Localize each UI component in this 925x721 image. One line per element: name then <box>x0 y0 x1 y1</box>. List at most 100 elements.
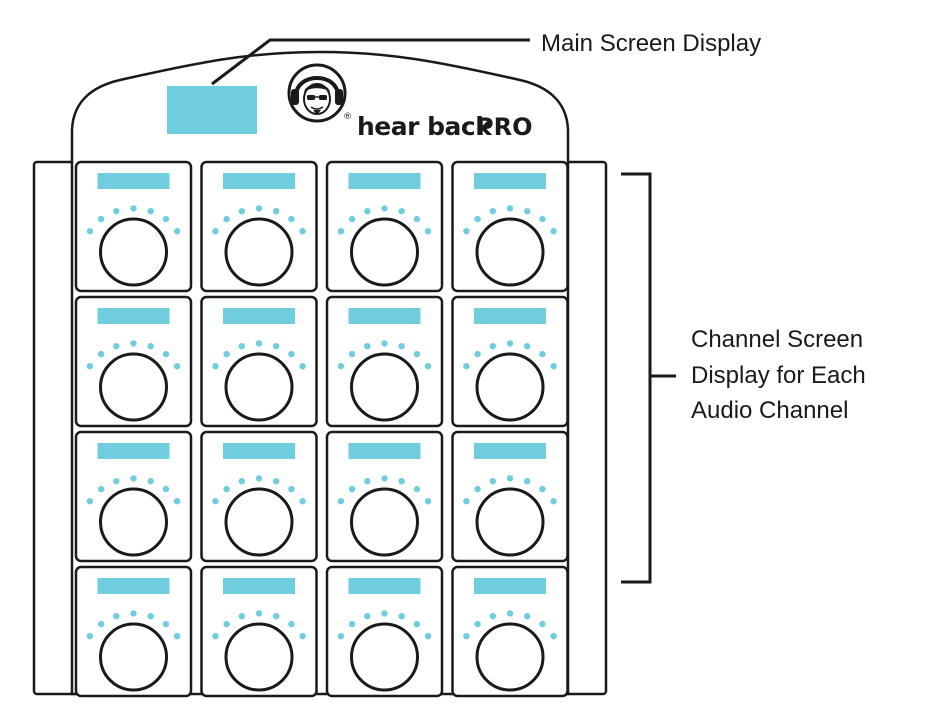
led-indicator-dot <box>162 485 170 493</box>
led-indicator-dot <box>348 350 356 358</box>
led-indicator-dot <box>381 205 388 212</box>
led-indicator-dot <box>212 363 219 370</box>
main-screen-callout-label: Main Screen Display <box>541 30 761 57</box>
led-indicator-dot <box>524 613 531 620</box>
volume-knob[interactable] <box>224 352 294 422</box>
led-indicator-dot <box>130 610 137 617</box>
led-indicator-dot <box>223 485 230 493</box>
led-indicator-dot <box>524 478 531 485</box>
led-indicator-dot <box>381 340 388 347</box>
led-indicator-dot <box>223 215 230 223</box>
led-indicator-dot <box>212 633 219 640</box>
led-indicator-dot <box>413 485 421 493</box>
led-indicator-dot <box>173 228 181 235</box>
channel-screen-display <box>223 443 295 459</box>
volume-knob[interactable] <box>475 352 545 422</box>
led-indicator-dot <box>162 350 170 358</box>
led-indicator-dot <box>463 228 470 235</box>
volume-knob[interactable] <box>350 487 419 557</box>
led-indicator-dot <box>223 620 230 628</box>
channel-module-5 <box>74 295 193 428</box>
channel-module-13 <box>74 565 193 698</box>
volume-knob[interactable] <box>99 352 168 422</box>
volume-knob[interactable] <box>224 487 294 557</box>
led-indicator-dot <box>424 363 432 370</box>
led-indicator-dot <box>424 228 432 235</box>
channel-screen-callout-line-1: Channel Screen <box>691 326 863 353</box>
led-indicator-dot <box>348 215 356 223</box>
led-indicator-dot <box>413 215 421 223</box>
led-indicator-dot <box>506 205 514 212</box>
led-indicator-dot <box>212 228 219 235</box>
brand-suffix: PRO <box>476 113 532 141</box>
volume-knob[interactable] <box>99 487 168 557</box>
led-indicator-dot <box>550 633 557 640</box>
led-indicator-dot <box>255 340 263 347</box>
led-indicator-dot <box>173 363 181 370</box>
main-screen-leader-line <box>211 38 530 86</box>
channel-screen-display <box>97 308 170 324</box>
led-indicator-dot <box>413 350 421 358</box>
volume-knob[interactable] <box>475 622 545 692</box>
channel-module-11 <box>325 430 444 563</box>
led-indicator-dot <box>348 485 356 493</box>
volume-knob[interactable] <box>350 622 419 692</box>
led-indicator-dot <box>97 620 105 628</box>
headphones-face-icon <box>287 63 347 123</box>
led-indicator-dot <box>381 610 388 617</box>
channel-module-2 <box>200 160 318 293</box>
channel-module-7 <box>325 295 444 428</box>
led-indicator-dot <box>173 633 181 640</box>
led-indicator-dot <box>474 215 481 223</box>
led-indicator-dot <box>524 208 531 215</box>
volume-knob[interactable] <box>99 217 168 287</box>
channel-module-16 <box>451 565 569 698</box>
volume-knob[interactable] <box>475 217 545 287</box>
volume-knob[interactable] <box>224 622 294 692</box>
volume-knob[interactable] <box>99 622 168 692</box>
led-indicator-dot <box>162 620 170 628</box>
channel-screen-display <box>474 173 546 189</box>
channel-module-6 <box>200 295 318 428</box>
led-indicator-dot <box>506 475 514 482</box>
channel-screen-display <box>348 443 421 459</box>
led-indicator-dot <box>381 475 388 482</box>
main-screen-display <box>167 86 257 134</box>
led-indicator-dot <box>288 215 295 223</box>
led-indicator-dot <box>255 205 263 212</box>
led-indicator-dot <box>223 350 230 358</box>
led-indicator-dot <box>539 215 546 223</box>
led-indicator-dot <box>238 343 245 350</box>
channel-module-9 <box>74 430 193 563</box>
led-indicator-dot <box>489 613 496 620</box>
led-indicator-dot <box>255 610 263 617</box>
led-indicator-dot <box>273 478 280 485</box>
channel-grid <box>74 160 569 698</box>
led-indicator-dot <box>474 485 481 493</box>
led-indicator-dot <box>489 343 496 350</box>
led-indicator-dot <box>539 620 546 628</box>
channel-screen-display <box>223 173 295 189</box>
volume-knob[interactable] <box>350 352 419 422</box>
volume-knob[interactable] <box>475 487 545 557</box>
led-indicator-dot <box>337 363 345 370</box>
led-indicator-dot <box>255 475 263 482</box>
brand-name: hear back <box>357 112 493 141</box>
volume-knob[interactable] <box>350 217 419 287</box>
led-indicator-dot <box>463 363 470 370</box>
channel-module-15 <box>325 565 444 698</box>
led-indicator-dot <box>398 208 405 215</box>
led-indicator-dot <box>288 350 295 358</box>
led-indicator-dot <box>86 633 94 640</box>
device-body <box>70 50 570 696</box>
led-indicator-dot <box>524 343 531 350</box>
registered-mark: ® <box>343 112 352 122</box>
led-indicator-dot <box>162 215 170 223</box>
channel-screen-callout-line-3: Audio Channel <box>691 397 848 424</box>
channel-module-3 <box>325 160 444 293</box>
channel-screen-display <box>348 308 421 324</box>
led-indicator-dot <box>424 498 432 505</box>
volume-knob[interactable] <box>224 217 294 287</box>
led-indicator-dot <box>299 363 306 370</box>
